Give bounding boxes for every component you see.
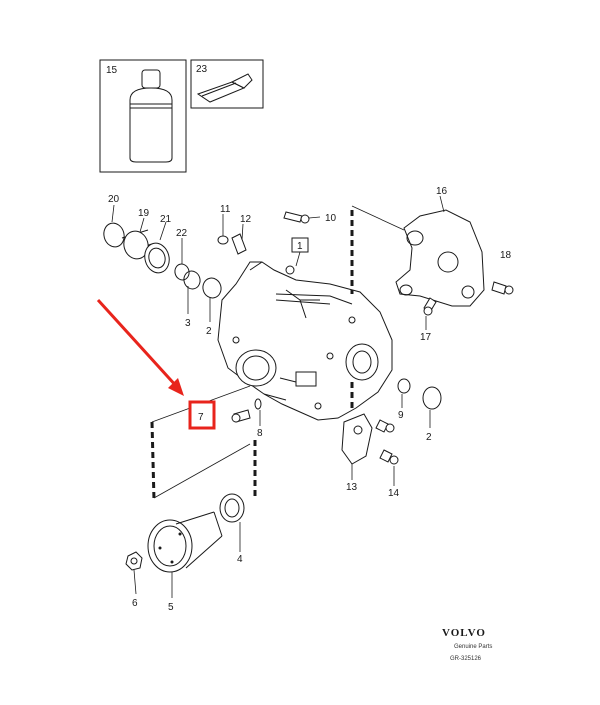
washer-8-icon [254,398,262,410]
callout-7: 7 [198,412,204,423]
callout-19: 19 [138,208,150,219]
bracket-13 [341,413,373,465]
callout-5: 5 [168,602,174,613]
bolt-18-icon [491,281,514,295]
callout-9: 9 [398,410,404,421]
highlight-arrow [96,298,184,396]
stud-12-icon [231,223,247,255]
sealant-tube-icon [196,73,253,103]
bolt-17-icon [423,297,437,316]
nut-6-icon [125,551,143,571]
callout-13: 13 [346,482,358,493]
seal-9-icon [397,378,411,394]
callout-16: 16 [436,186,448,197]
inset-box-23: 23 [190,59,264,109]
callout-4: 4 [237,554,243,565]
inset-box-15: 15 [99,59,187,173]
callout-6: 6 [132,598,138,609]
callout-14: 14 [388,488,400,499]
volvo-logo: VOLVO Genuine Parts GR-325126 [442,627,492,662]
callout-17: 17 [420,332,432,343]
mounting-bracket-16 [395,209,485,307]
output-flange-5 [147,511,223,573]
fluid-bottle-icon [129,69,173,163]
seal-stack [103,222,222,299]
callout-21: 21 [160,214,172,225]
seal-2-right-icon [422,386,442,410]
bolt-10-icon [283,211,321,224]
highlight-box-7 [188,400,216,430]
callout-1: 1 [297,241,303,252]
seal-4-icon [219,493,245,523]
callout-2-right: 2 [426,432,432,443]
bolt-11-icon [217,214,229,245]
callout-20: 20 [108,194,120,205]
differential-housing [217,261,393,421]
callout-22: 22 [176,228,188,239]
callout-11: 11 [220,204,231,215]
bolt-7-icon [231,409,251,423]
callout-3: 3 [185,318,191,329]
callout-18: 18 [500,250,512,261]
callout-15: 15 [106,65,118,76]
callout-23: 23 [196,64,208,75]
bolt-14b-icon [379,449,399,465]
volvo-wordmark: VOLVO [442,627,486,639]
bolt-14a-icon [375,419,395,433]
callout-12: 12 [240,214,252,225]
callout-8: 8 [257,428,263,439]
callout-2-left: 2 [206,326,212,337]
genuine-parts-text: Genuine Parts [454,644,492,650]
callout-10: 10 [325,213,337,224]
figure-code: GR-325126 [450,656,482,662]
